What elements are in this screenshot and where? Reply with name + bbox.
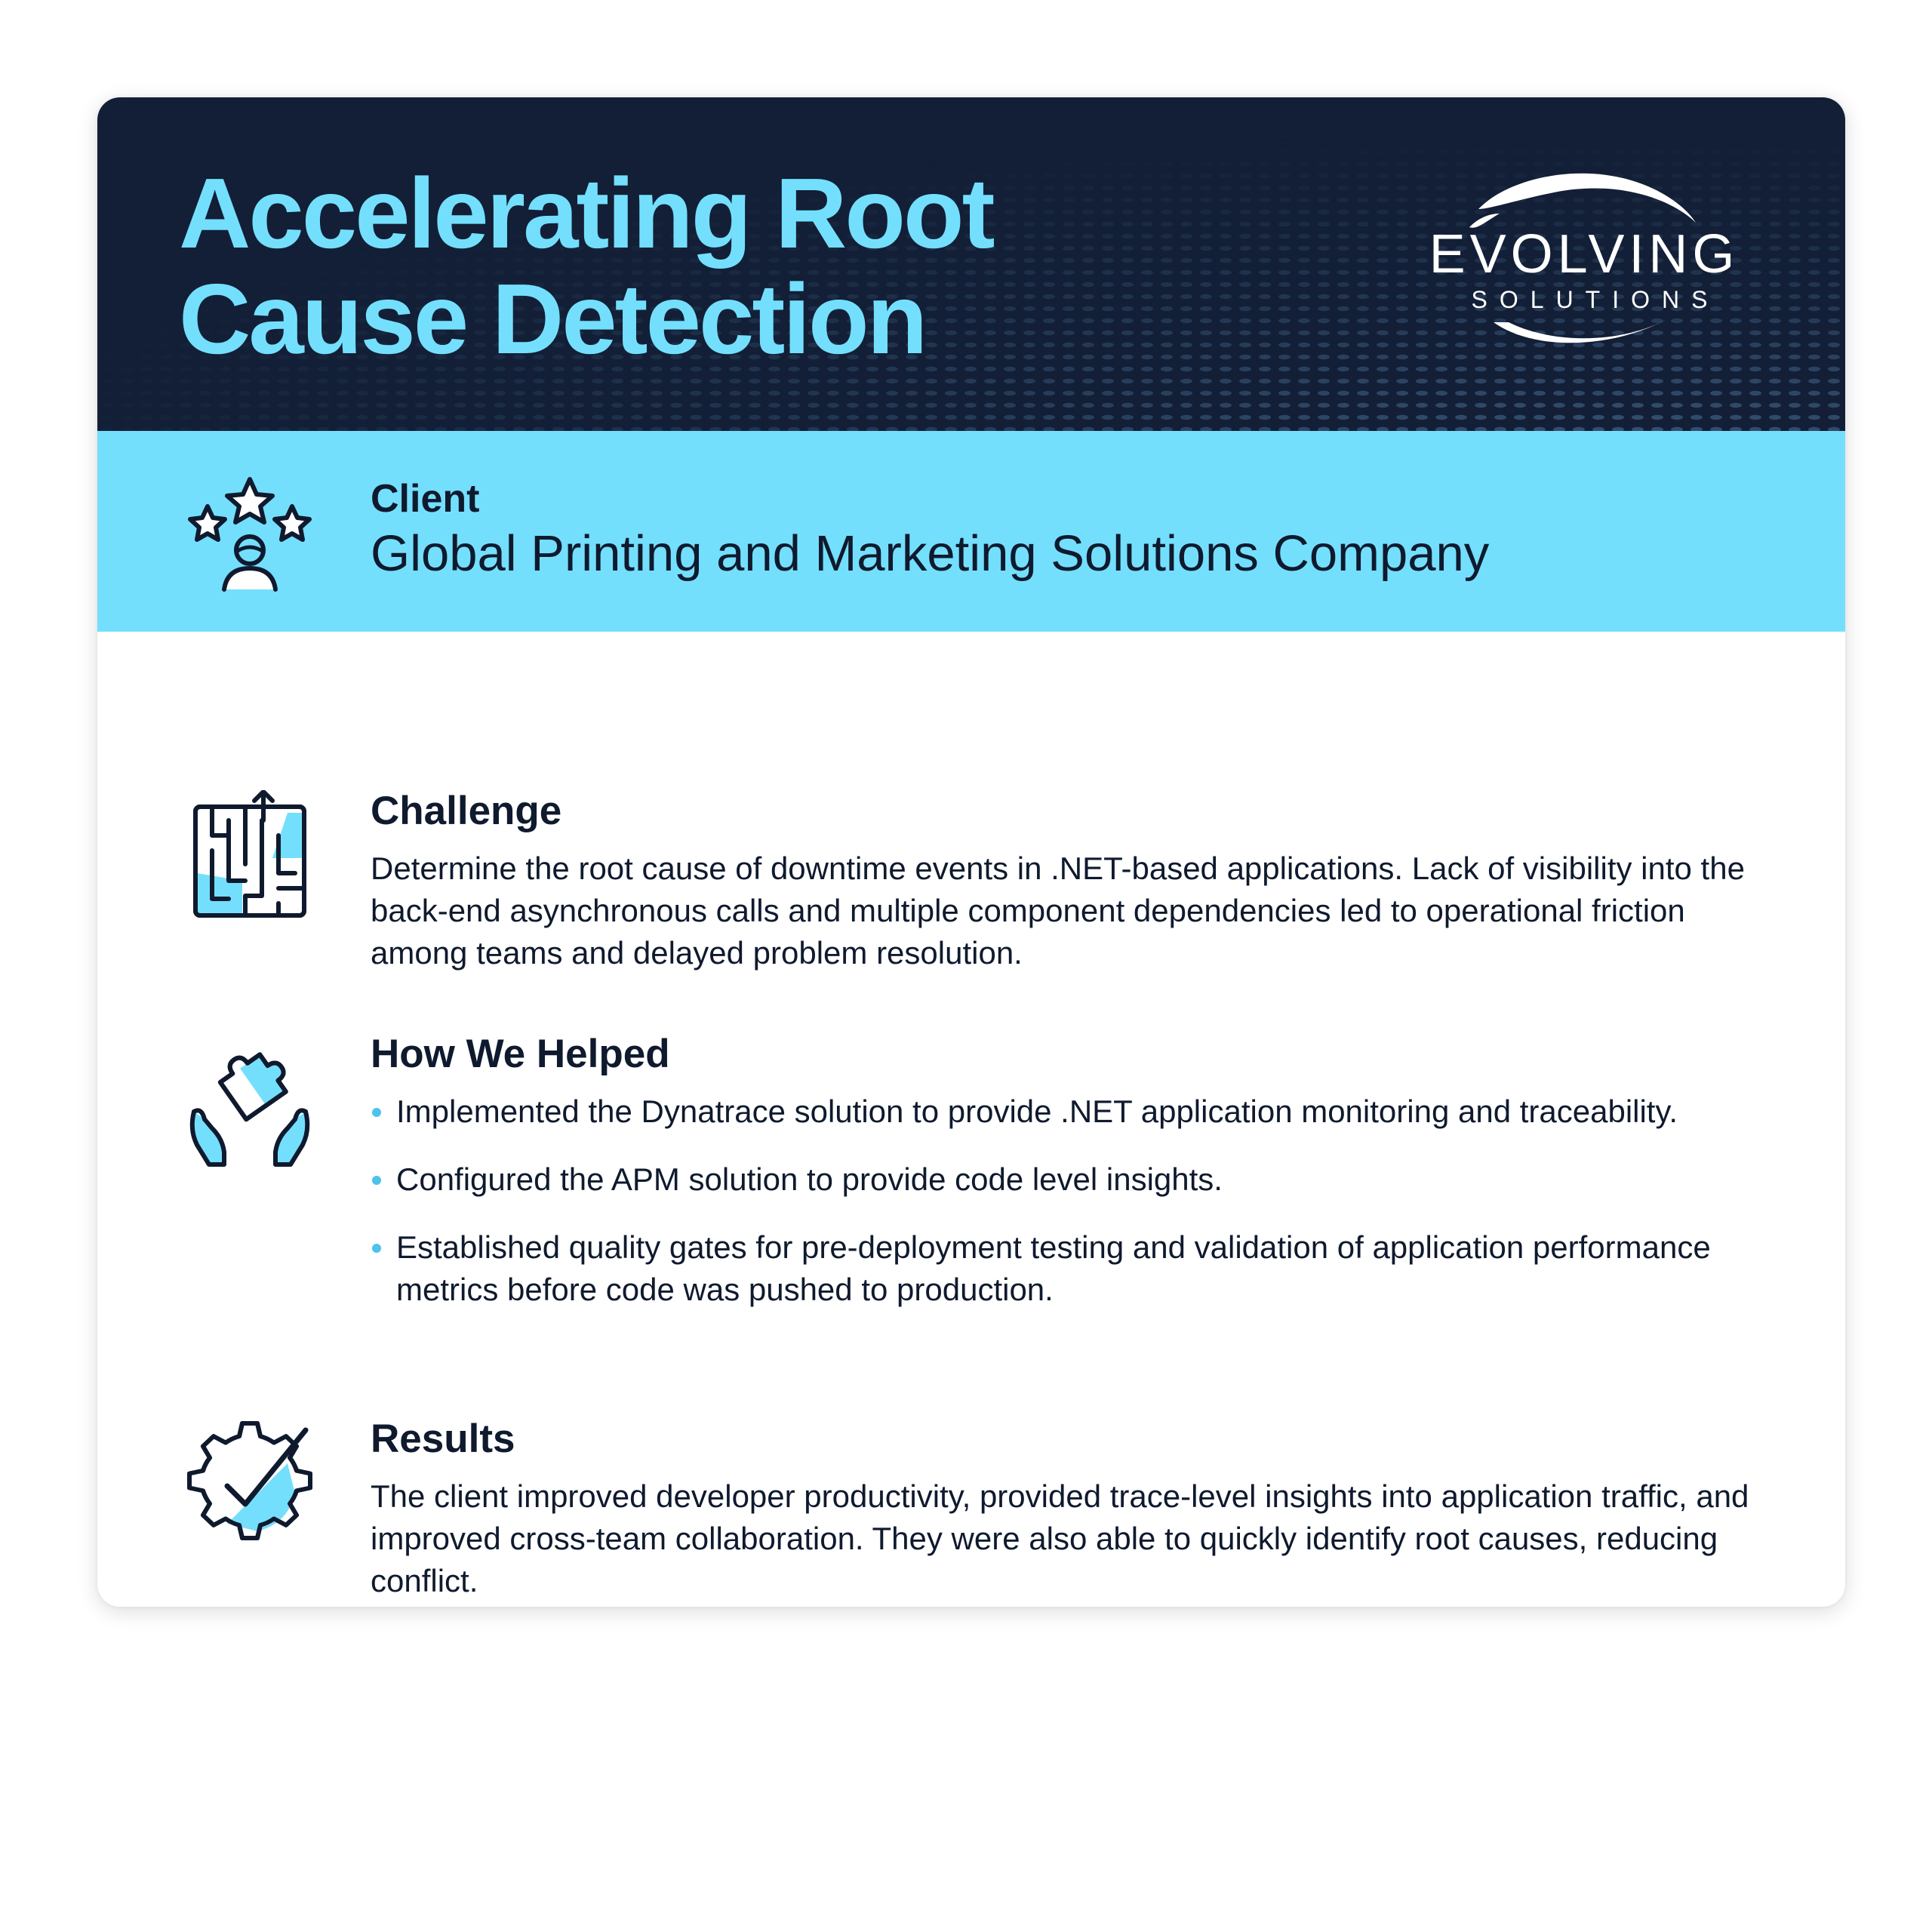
header-banner: Accelerating Root Cause Detection EVOLVI… (97, 97, 1845, 431)
list-item: Established quality gates for pre-deploy… (371, 1226, 1789, 1311)
how-we-helped-heading: How We Helped (371, 1032, 670, 1076)
gear-check-icon (187, 1421, 312, 1540)
page-title: Accelerating Root Cause Detection (179, 158, 995, 374)
results-heading: Results (371, 1417, 515, 1461)
logo-wordmark: EVOLVING (1429, 224, 1740, 285)
results-body: The client improved developer productivi… (371, 1478, 1749, 1598)
client-stars-icon (188, 477, 312, 592)
dot-pattern-decoration (97, 97, 1845, 431)
puzzle-hands-icon (189, 1052, 310, 1167)
bullet-dot-icon (372, 1244, 381, 1253)
how-we-helped-list: Implemented the Dynatrace solution to pr… (371, 1091, 1789, 1337)
client-band: Client Global Printing and Marketing Sol… (97, 431, 1845, 632)
client-label: Client (371, 477, 480, 521)
bullet-dot-icon (372, 1176, 381, 1185)
maze-icon (193, 790, 306, 918)
logo-subtitle: SOLUTIONS (1471, 286, 1720, 313)
logo-swoosh-icon (1469, 173, 1696, 343)
evolving-solutions-logo: EVOLVING SOLUTIONS (1395, 162, 1773, 358)
list-item: Configured the APM solution to provide c… (371, 1158, 1789, 1201)
client-name: Global Printing and Marketing Solutions … (371, 525, 1490, 582)
challenge-body: Determine the root cause of downtime eve… (371, 851, 1745, 971)
challenge-heading: Challenge (371, 789, 562, 833)
bullet-dot-icon (372, 1108, 381, 1117)
list-item: Implemented the Dynatrace solution to pr… (371, 1091, 1789, 1133)
case-study-card: Accelerating Root Cause Detection EVOLVI… (97, 97, 1845, 1607)
